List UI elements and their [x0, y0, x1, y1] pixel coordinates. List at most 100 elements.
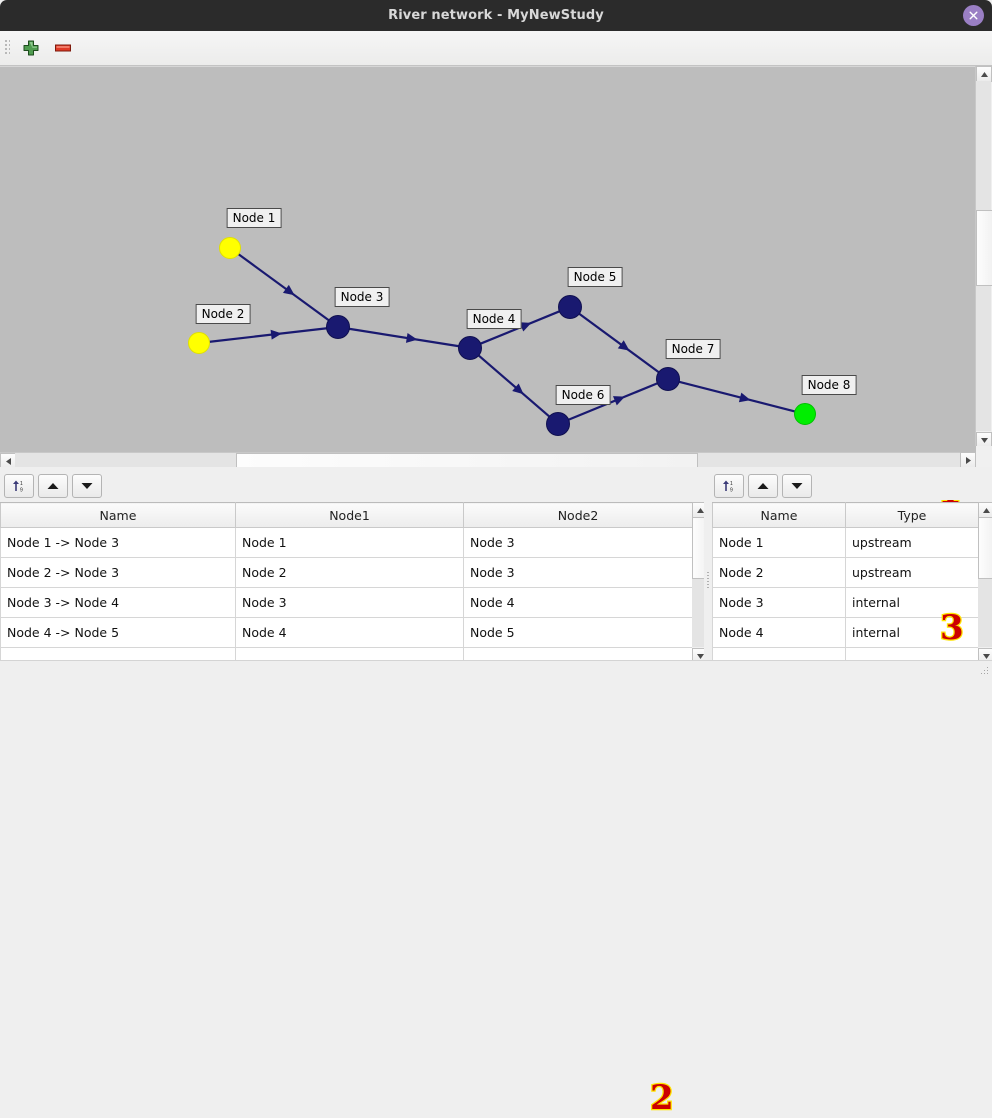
add-plus-icon[interactable]: [18, 36, 44, 60]
triangle-up-icon[interactable]: [748, 474, 778, 498]
graph-node-label[interactable]: Node 6: [555, 385, 611, 405]
graph-edge[interactable]: [678, 380, 796, 413]
table-cell[interactable]: Node 1: [712, 527, 846, 558]
graph-node-label[interactable]: Node 3: [334, 287, 390, 307]
graph-edge-arrow-icon: [270, 329, 282, 340]
graph-horizontal-scrollbar[interactable]: [0, 452, 976, 469]
window-title: River network - MyNewStudy: [388, 8, 604, 23]
graph-node[interactable]: [188, 332, 210, 354]
svg-text:1: 1: [730, 481, 733, 487]
table-cell[interactable]: Node 3: [463, 557, 693, 588]
table-cell[interactable]: Node 1 -> Node 3: [0, 527, 236, 558]
graph-node-label[interactable]: Node 4: [466, 309, 522, 329]
triangle-down-icon[interactable]: [782, 474, 812, 498]
table-cell[interactable]: Node 4: [235, 617, 464, 648]
status-area: [0, 660, 992, 677]
main-toolbar: [0, 31, 992, 66]
nodes-table-scrollbar[interactable]: [978, 502, 992, 664]
graph-vscroll-thumb[interactable]: [976, 210, 992, 286]
svg-text:9: 9: [20, 488, 23, 494]
graph-edge[interactable]: [567, 382, 659, 421]
graph-edge[interactable]: [477, 354, 551, 418]
table-cell[interactable]: Node 3: [235, 587, 464, 618]
scroll-right-arrow-icon[interactable]: [960, 452, 976, 468]
graph-edge-arrow-icon: [617, 340, 630, 351]
graph-edge[interactable]: [208, 327, 328, 343]
callout-marker-2: 2: [649, 1077, 675, 1118]
table-cell[interactable]: Node 1: [235, 527, 464, 558]
table-cell[interactable]: Node 4: [463, 587, 693, 618]
table-cell[interactable]: upstream: [845, 557, 979, 588]
reaches-table-scrollbar[interactable]: [692, 502, 708, 664]
table-cell[interactable]: internal: [845, 617, 979, 648]
graph-edge[interactable]: [578, 312, 660, 374]
delete-minus-icon[interactable]: [50, 36, 76, 60]
nodes-toolbar: 1 9: [712, 470, 992, 500]
table-cell[interactable]: Node 3: [463, 527, 693, 558]
graph-node[interactable]: [546, 412, 570, 436]
graph-edge-arrow-icon: [519, 322, 532, 332]
graph-edge-arrow-icon: [612, 396, 625, 406]
sort-arrow-icon[interactable]: 1 9: [4, 474, 34, 498]
graph-node-label[interactable]: Node 1: [226, 208, 282, 228]
table-cell[interactable]: Node 4: [712, 617, 846, 648]
graph-edge[interactable]: [348, 327, 460, 348]
graph-node[interactable]: [794, 403, 816, 425]
table-cell[interactable]: Node 2: [235, 557, 464, 588]
title-bar: River network - MyNewStudy: [0, 0, 992, 31]
column-header[interactable]: Name: [712, 502, 846, 528]
graph-node[interactable]: [656, 367, 680, 391]
graph-edge-arrow-icon: [282, 284, 295, 296]
table-cell[interactable]: Node 2: [712, 557, 846, 588]
scroll-up-arrow-icon[interactable]: [978, 502, 992, 518]
nodes-scroll-thumb[interactable]: [978, 517, 992, 579]
graph-node-label[interactable]: Node 8: [801, 375, 857, 395]
column-header[interactable]: Node2: [463, 502, 693, 528]
triangle-up-icon[interactable]: [38, 474, 68, 498]
vertical-splitter[interactable]: [704, 500, 712, 660]
column-header[interactable]: Node1: [235, 502, 464, 528]
table-cell[interactable]: internal: [845, 587, 979, 618]
graph-node-label[interactable]: Node 5: [567, 267, 623, 287]
close-icon[interactable]: [963, 5, 984, 26]
column-header[interactable]: Type: [845, 502, 979, 528]
network-graph-canvas[interactable]: Node 1 Node 2 Node 3 Node 4 Node 5 Node 6 Node…: [0, 67, 976, 447]
graph-edge-arrow-icon: [738, 392, 751, 403]
triangle-down-icon[interactable]: [72, 474, 102, 498]
sort-arrow-icon[interactable]: 1 9: [714, 474, 744, 498]
graph-node[interactable]: [458, 336, 482, 360]
column-header[interactable]: Name: [0, 502, 236, 528]
graph-edge[interactable]: [237, 253, 330, 322]
scroll-up-arrow-icon[interactable]: [976, 66, 992, 82]
resize-grip-icon[interactable]: [981, 667, 989, 675]
network-edges: [208, 253, 796, 421]
graph-node[interactable]: [558, 295, 582, 319]
graph-node-label[interactable]: Node 7: [665, 339, 721, 359]
table-cell[interactable]: Node 3 -> Node 4: [0, 587, 236, 618]
graph-node[interactable]: [219, 237, 241, 259]
toolbar-drag-handle[interactable]: [5, 40, 10, 56]
table-cell[interactable]: Node 3: [712, 587, 846, 618]
table-cell[interactable]: upstream: [845, 527, 979, 558]
network-graph-panel[interactable]: Node 1 Node 2 Node 3 Node 4 Node 5 Node 6 Node…: [0, 66, 992, 513]
table-cell[interactable]: Node 4 -> Node 5: [0, 617, 236, 648]
graph-vertical-scrollbar[interactable]: [975, 66, 992, 448]
table-cell[interactable]: Node 5: [463, 617, 693, 648]
graph-node[interactable]: [326, 315, 350, 339]
graph-node-label[interactable]: Node 2: [195, 304, 251, 324]
table-cell[interactable]: Node 2 -> Node 3: [0, 557, 236, 588]
